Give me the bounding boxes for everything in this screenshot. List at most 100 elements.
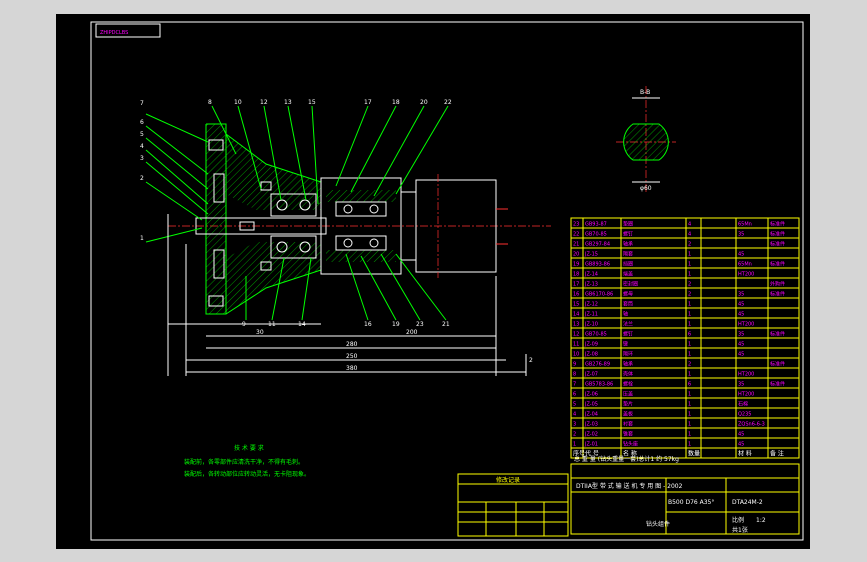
section-view: B-B φ60 (616, 86, 676, 194)
balloon-15: 15 (308, 99, 316, 106)
balloon-2: 2 (140, 175, 144, 182)
drawing-number: DTA24M-2 (732, 499, 763, 506)
frame-label: ZHIPDCLBS (100, 30, 128, 36)
parts-cell: JZ-14 (584, 272, 598, 278)
parts-cell: 20 (573, 252, 579, 258)
balloon-10: 10 (234, 99, 242, 106)
parts-cell: 标准件 (770, 241, 785, 248)
parts-cell: 35 (738, 292, 744, 298)
bearing-r-upper (335, 201, 387, 217)
bearing-upper (270, 193, 317, 217)
parts-cell: 1 (688, 392, 691, 398)
parts-cell: 15 (573, 302, 579, 308)
parts-cell: GB70-85 (585, 232, 607, 238)
parts-cell: 16 (573, 292, 579, 298)
balloon-19: 19 (392, 321, 400, 328)
dim-200: 200 (406, 329, 418, 336)
bearing-lower (270, 235, 317, 259)
parts-cell: 标准件 (770, 261, 785, 268)
balloon-12: 12 (260, 99, 268, 106)
parts-cell: 6 (688, 332, 691, 338)
parts-cell: 8 (573, 372, 576, 378)
parts-cell: 35 (738, 382, 744, 388)
parts-cell: 2 (688, 292, 691, 298)
title-block: 总 重 量 (钻头重量一套)总计1 约 57kg DTIIA型 带 式 输 送 … (570, 455, 800, 535)
parts-cell: 垫片 (623, 401, 633, 408)
cad-drawing: ZHIPDCLBS (90, 21, 804, 541)
parts-cell: 隔环 (623, 351, 633, 358)
ball-3 (276, 241, 288, 253)
parts-cell: 6 (573, 392, 576, 398)
dim-2: 2 (529, 357, 533, 364)
parts-cell: 螺钉 (623, 331, 633, 338)
output-shaft (415, 179, 497, 273)
parts-cell: JZ-11 (584, 312, 598, 318)
parts-cell: 14 (573, 312, 579, 318)
parts-cell: 盖板 (623, 411, 633, 418)
parts-cell: 45 (738, 302, 744, 308)
parts-header-cell: 数量 (688, 450, 700, 458)
dim-280: 280 (346, 341, 358, 348)
parts-cell: 法兰 (623, 321, 633, 328)
revision-block: 修改记录 (457, 473, 569, 537)
parts-cell: JZ-09 (584, 342, 598, 348)
parts-cell: JZ-07 (584, 372, 598, 378)
cad-viewport[interactable]: ZHIPDCLBS (56, 14, 810, 549)
parts-cell: JZ-13 (584, 282, 598, 288)
parts-cell: 19 (573, 262, 579, 268)
balloon-17: 17 (364, 99, 372, 106)
bearing-r-lower (335, 235, 387, 251)
parts-cell: JZ-04 (584, 412, 598, 418)
parts-cell: 1 (688, 412, 691, 418)
parts-header-cell: 名 称 (623, 450, 637, 458)
ball-6 (369, 204, 379, 214)
parts-cell: 衬套 (623, 421, 633, 428)
parts-cell: GB6170-86 (585, 292, 613, 298)
sheet-label: 共1张 (732, 526, 748, 534)
parts-cell: 2 (688, 242, 691, 248)
parts-cell: 35 (738, 232, 744, 238)
parts-cell: 1 (688, 402, 691, 408)
section-bottom-label: φ60 (640, 185, 652, 192)
parts-cell: JZ-08 (584, 352, 598, 358)
screw-lower (260, 261, 272, 271)
balloon-13: 13 (284, 99, 292, 106)
parts-header-cell: 材 料 (738, 450, 752, 458)
parts-cell: 1 (688, 312, 691, 318)
parts-cell: 3 (573, 422, 576, 428)
balloon-labels: 7 6 5 4 3 2 1 8 10 12 13 15 17 18 20 22 … (140, 99, 452, 328)
balloon-18: 18 (392, 99, 400, 106)
balloon-23: 23 (416, 321, 424, 328)
parts-cell: 1 (688, 372, 691, 378)
spec-label: B500 D76 A35° (668, 499, 714, 506)
dim-30: 30 (256, 329, 264, 336)
parts-cell: 标准件 (770, 221, 785, 228)
parts-cell: 45 (738, 312, 744, 318)
parts-cell: 45 (738, 442, 744, 448)
parts-cell: JZ-10 (584, 322, 598, 328)
sleeve (320, 177, 402, 275)
parts-cell: 密封圈 (623, 281, 638, 288)
dim-250: 250 (346, 353, 358, 360)
parts-cell: 10 (573, 352, 579, 358)
parts-cell: HT200 (738, 372, 754, 378)
part-name: 钻头组件 (646, 520, 670, 528)
notes-line-1: 装配前，各零部件应清洗干净，不得有毛刺。 (184, 458, 304, 466)
project-title: DTIIA型 带 式 输 送 机 专 用 图 - 2002 (576, 482, 683, 490)
parts-cell: 轴承 (623, 361, 633, 368)
parts-cell: 18 (573, 272, 579, 278)
parts-cell: JZ-05 (584, 402, 598, 408)
parts-cell: GB5783-86 (585, 382, 613, 388)
ball-2 (299, 199, 311, 211)
parts-cell: 65Mn (738, 262, 752, 268)
parts-cell: 标准件 (770, 231, 785, 238)
parts-cell: 套筒 (623, 301, 633, 308)
parts-cell: 6 (688, 382, 691, 388)
revision-frame (457, 473, 569, 537)
flange-section (206, 124, 226, 314)
parts-cell: 12 (573, 332, 579, 338)
parts-cell: Q235 (738, 412, 751, 418)
parts-cell: 2 (688, 282, 691, 288)
parts-cell: 45 (738, 432, 744, 438)
